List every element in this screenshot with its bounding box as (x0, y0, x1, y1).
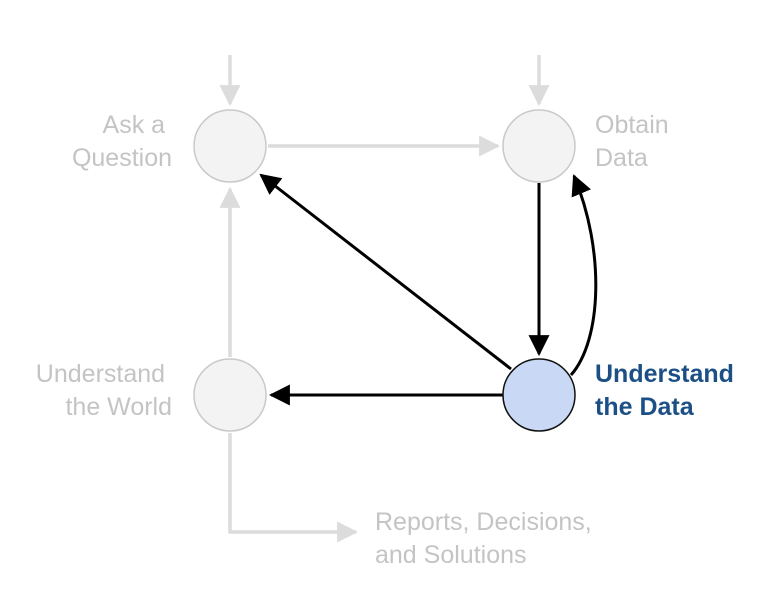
label-reports-line1: Reports, Decisions, (375, 508, 592, 536)
node-ask-question[interactable] (193, 109, 267, 183)
label-understand-world: Understand the World (36, 360, 172, 421)
label-understand-world-line2: the World (65, 393, 172, 421)
edge-world-to-reports (228, 433, 359, 543)
label-obtain-data-line1: Obtain (595, 111, 669, 139)
label-obtain-data-line2: Data (595, 144, 648, 172)
label-understand-data: Understand the Data (595, 360, 741, 421)
edge-understand-data-to-question (259, 173, 512, 371)
label-ask-question-line1: Ask a (103, 111, 166, 139)
label-reports-line2: and Solutions (375, 541, 527, 569)
label-reports-decisions-solutions: Reports, Decisions, and Solutions (375, 508, 599, 569)
edge-understand-data-to-obtain (569, 174, 598, 376)
label-ask-question: Ask a Question (72, 111, 172, 172)
label-understand-data-line1: Understand (595, 360, 734, 388)
label-obtain-data: Obtain Data (595, 111, 676, 172)
label-understand-data-line2: the Data (595, 393, 695, 421)
label-ask-question-line2: Question (72, 144, 172, 172)
node-obtain-data[interactable] (502, 109, 576, 183)
label-understand-world-line1: Understand (36, 360, 165, 388)
node-understand-data[interactable] (502, 358, 576, 432)
node-understand-world[interactable] (193, 358, 267, 432)
